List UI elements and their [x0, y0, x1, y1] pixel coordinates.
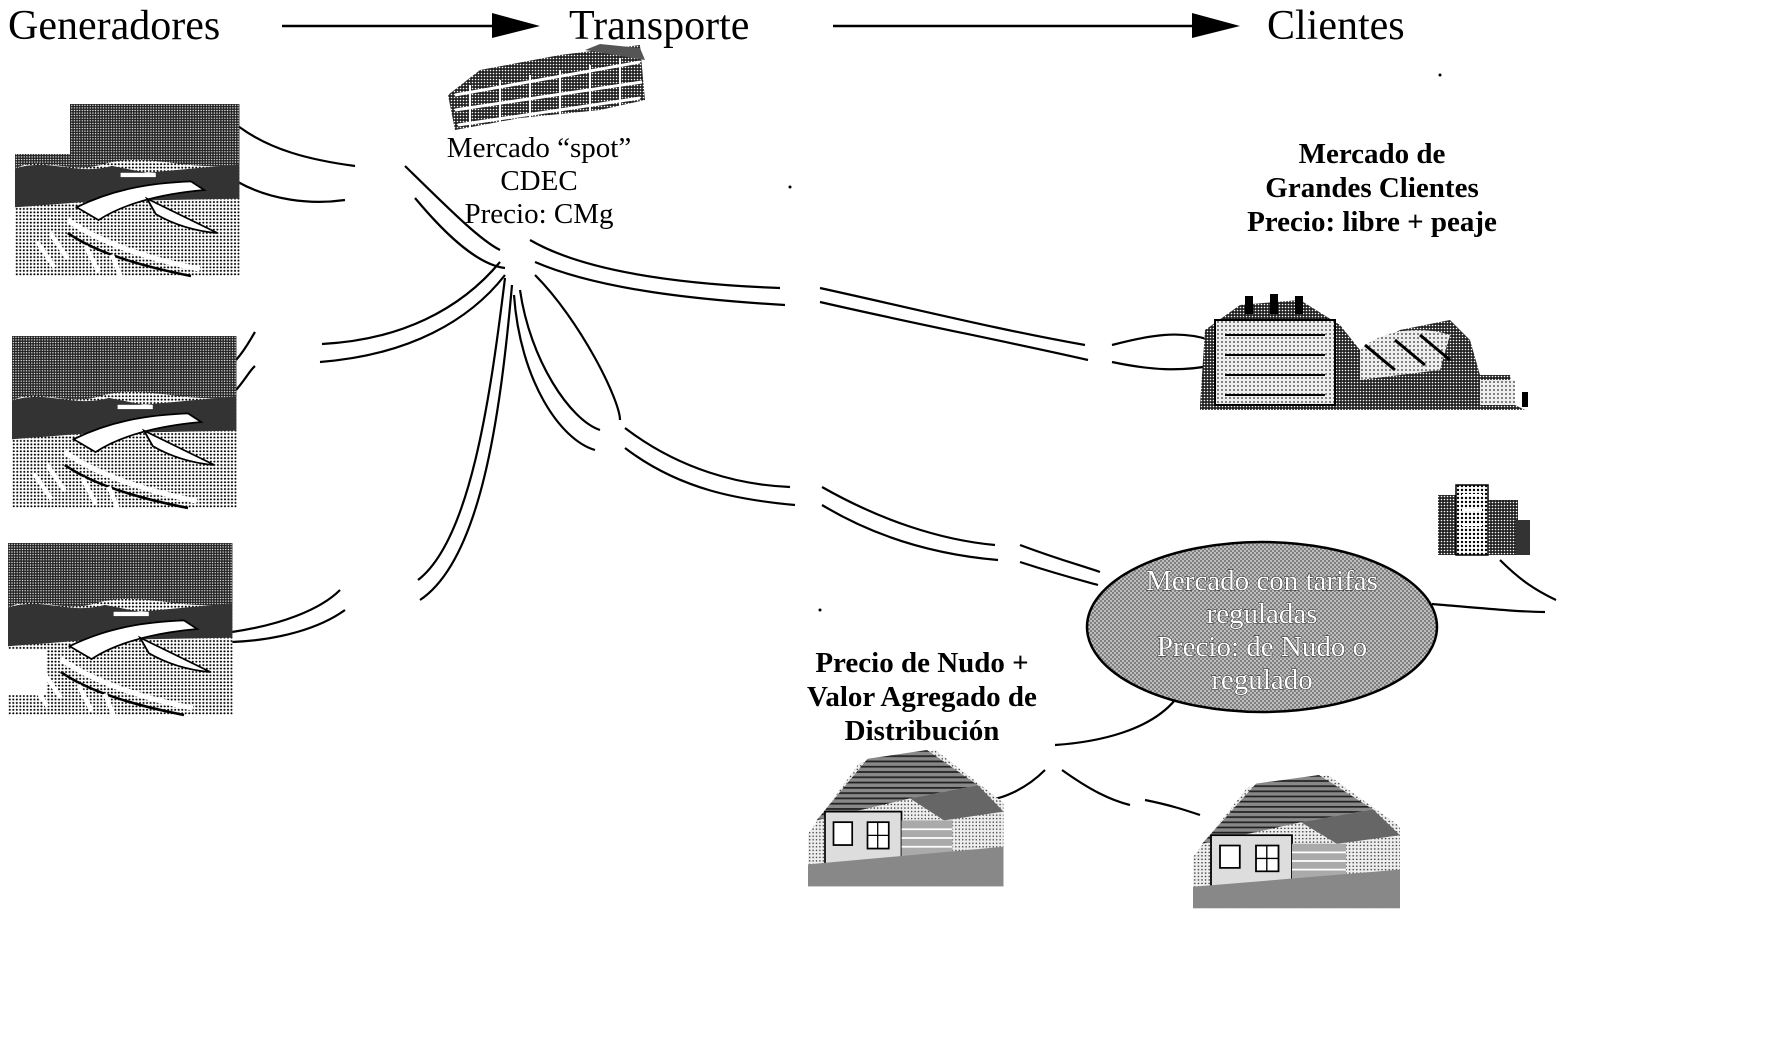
regulated-market-oval	[1085, 540, 1439, 714]
large-clients-label-2: Grandes Clientes	[1265, 172, 1478, 204]
distribution-price-label: Precio de Nudo +	[815, 647, 1028, 679]
power-lines	[231, 125, 1557, 817]
city-buildings-icon	[1438, 484, 1530, 556]
spot-market-operator: CDEC	[500, 165, 577, 197]
transmission-tower-icon	[248, 300, 312, 440]
header-clients: Clientes	[1267, 3, 1405, 49]
transmission-tower-icon	[348, 136, 412, 276]
office-building-icon	[448, 44, 645, 130]
spot-market-price: Precio: CMg	[464, 198, 613, 230]
factory-icon	[1200, 294, 1528, 410]
transmission-tower-icon	[340, 550, 404, 690]
large-clients-price: Precio: libre + peaje	[1247, 206, 1497, 238]
house-icon	[1192, 774, 1401, 910]
transmission-tower-icon	[787, 468, 823, 566]
regulated-market-price-2: regulado	[1211, 664, 1312, 696]
transmission-tower-icon	[1040, 739, 1064, 840]
transmission-tower-icon	[1077, 344, 1117, 428]
arrow-head-icon	[1192, 13, 1240, 38]
transmission-tower-icon	[484, 221, 542, 340]
large-clients-label: Mercado de	[1299, 138, 1446, 170]
transmission-tower-icon	[1546, 592, 1570, 662]
header-transport: Transporte	[569, 3, 749, 49]
transmission-tower-icon	[1126, 789, 1148, 880]
regulated-market-price: Precio: de Nudo o	[1157, 631, 1367, 663]
regulated-market-label-2: reguladas	[1206, 598, 1317, 630]
house-icon	[807, 749, 1005, 888]
arrow-head-icon	[492, 13, 540, 38]
header-generators: Generadores	[8, 3, 220, 49]
distribution-price-label-2: Valor Agregado de	[807, 681, 1037, 713]
transmission-tower-icon	[990, 534, 1022, 632]
transmission-tower-icon	[781, 277, 827, 368]
distribution-price-label-3: Distribución	[845, 715, 1000, 747]
spot-market-label: Mercado “spot”	[447, 132, 631, 164]
hydro-dam-icon	[12, 336, 236, 508]
regulated-market-label: Mercado con tarifas	[1146, 565, 1378, 597]
